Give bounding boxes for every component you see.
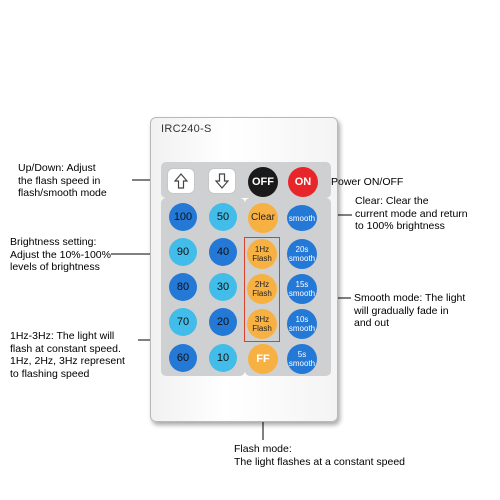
brightness-10-label: 10 (216, 352, 230, 364)
brightness-40-button[interactable]: 40 (209, 238, 237, 266)
smooth-15s-time: 15s (295, 280, 309, 289)
flash-mode-line-1: Flash mode: (234, 443, 292, 455)
brightness-80-label: 80 (176, 281, 190, 293)
clear-label: Clear (251, 212, 275, 223)
hz-line-3: 1Hz, 2Hz, 3Hz represent (10, 355, 125, 367)
brightness-40-label: 40 (216, 246, 230, 258)
brightness-80-button[interactable]: 80 (169, 273, 197, 301)
clear-line-1: Clear: Clear the (355, 195, 429, 207)
clear-line-3: to 100% brightness (355, 220, 445, 232)
smooth-line-2: will gradually fade in (354, 304, 449, 317)
brightness-60-label: 60 (176, 352, 190, 364)
updown-line-3: flash/smooth mode (18, 187, 107, 199)
power-text: Power ON/OFF (331, 176, 404, 188)
smooth-20s-time: 20s (295, 245, 309, 254)
hz-line-4: to flashing speed (10, 367, 90, 380)
smooth-label: smooth (288, 213, 316, 223)
flash-2hz-word: Flash (252, 289, 272, 298)
down-button[interactable] (208, 168, 236, 194)
flash-3hz-rate: 3Hz (254, 315, 270, 324)
power-annotation: Power ON/OFF (331, 176, 403, 189)
smooth-20s-word: smooth (288, 254, 316, 263)
flash-mode-annotation: Flash mode: The light flashes at a const… (234, 443, 405, 468)
clear-line-2: current mode and return (355, 207, 468, 220)
brightness-line-1: Brightness setting: (10, 236, 97, 248)
smooth-10s-time: 10s (295, 315, 309, 324)
brightness-20-label: 20 (216, 316, 230, 328)
flash-2hz-rate: 2Hz (254, 280, 270, 289)
model-label: IRC240-S (161, 123, 212, 135)
brightness-50-label: 50 (216, 211, 230, 223)
smooth-15s-word: smooth (288, 289, 316, 298)
brightness-50-button[interactable]: 50 (209, 203, 237, 231)
smooth-5s-time: 5s (297, 350, 307, 359)
brightness-100-button[interactable]: 100 (169, 203, 197, 231)
brightness-30-label: 30 (216, 281, 230, 293)
updown-line-1: Up/Down: Adjust (18, 162, 96, 174)
smooth-10s-word: smooth (288, 324, 316, 333)
hz-line-1: 1Hz-3Hz: The light will (10, 330, 115, 342)
brightness-70-button[interactable]: 70 (169, 308, 197, 336)
clear-button[interactable]: Clear (248, 203, 278, 233)
brightness-60-button[interactable]: 60 (169, 344, 197, 372)
flash-3hz-word: Flash (252, 324, 272, 333)
off-label: OFF (252, 176, 274, 188)
flash-1hz-rate: 1Hz (254, 245, 270, 254)
smooth-line-1: Smooth mode: The light (354, 292, 466, 304)
brightness-10-button[interactable]: 10 (209, 344, 237, 372)
updown-line-2: the flash speed in (18, 174, 101, 187)
on-button[interactable]: ON (288, 167, 318, 197)
hz-line-2: flash at constant speed. (10, 342, 121, 355)
on-label: ON (294, 176, 312, 188)
up-button[interactable] (167, 168, 195, 194)
brightness-line-3: levels of brightness (10, 261, 100, 273)
smooth-button[interactable]: smooth (287, 205, 317, 231)
flash-group-highlight (244, 237, 280, 342)
arrow-down-icon (215, 173, 229, 189)
smooth-annotation: Smooth mode: The light will gradually fa… (354, 292, 465, 330)
brightness-90-label: 90 (176, 246, 190, 258)
clear-annotation: Clear: Clear the current mode and return… (355, 195, 468, 233)
brightness-30-button[interactable]: 30 (209, 273, 237, 301)
smooth-5s-word: smooth (288, 359, 316, 368)
ff-label: FF (256, 353, 270, 365)
brightness-annotation: Brightness setting: Adjust the 10%-100% … (10, 236, 111, 274)
brightness-100-label: 100 (173, 211, 193, 223)
brightness-line-2: Adjust the 10%-100% (10, 248, 111, 261)
flash-mode-line-2: The light flashes at a constant speed (234, 455, 406, 468)
smooth-line-3: and out (354, 317, 390, 329)
arrow-up-icon (174, 173, 188, 189)
off-button[interactable]: OFF (248, 167, 278, 197)
brightness-90-button[interactable]: 90 (169, 238, 197, 266)
remote-control: IRC240-S OFF ON 100 50 90 40 80 30 70 20… (150, 117, 338, 422)
flash-1hz-word: Flash (252, 254, 272, 263)
ff-button[interactable]: FF (248, 344, 278, 374)
updown-annotation: Up/Down: Adjust the flash speed in flash… (18, 162, 107, 200)
brightness-20-button[interactable]: 20 (209, 308, 237, 336)
brightness-70-label: 70 (176, 316, 190, 328)
hz-annotation: 1Hz-3Hz: The light will flash at constan… (10, 330, 125, 380)
